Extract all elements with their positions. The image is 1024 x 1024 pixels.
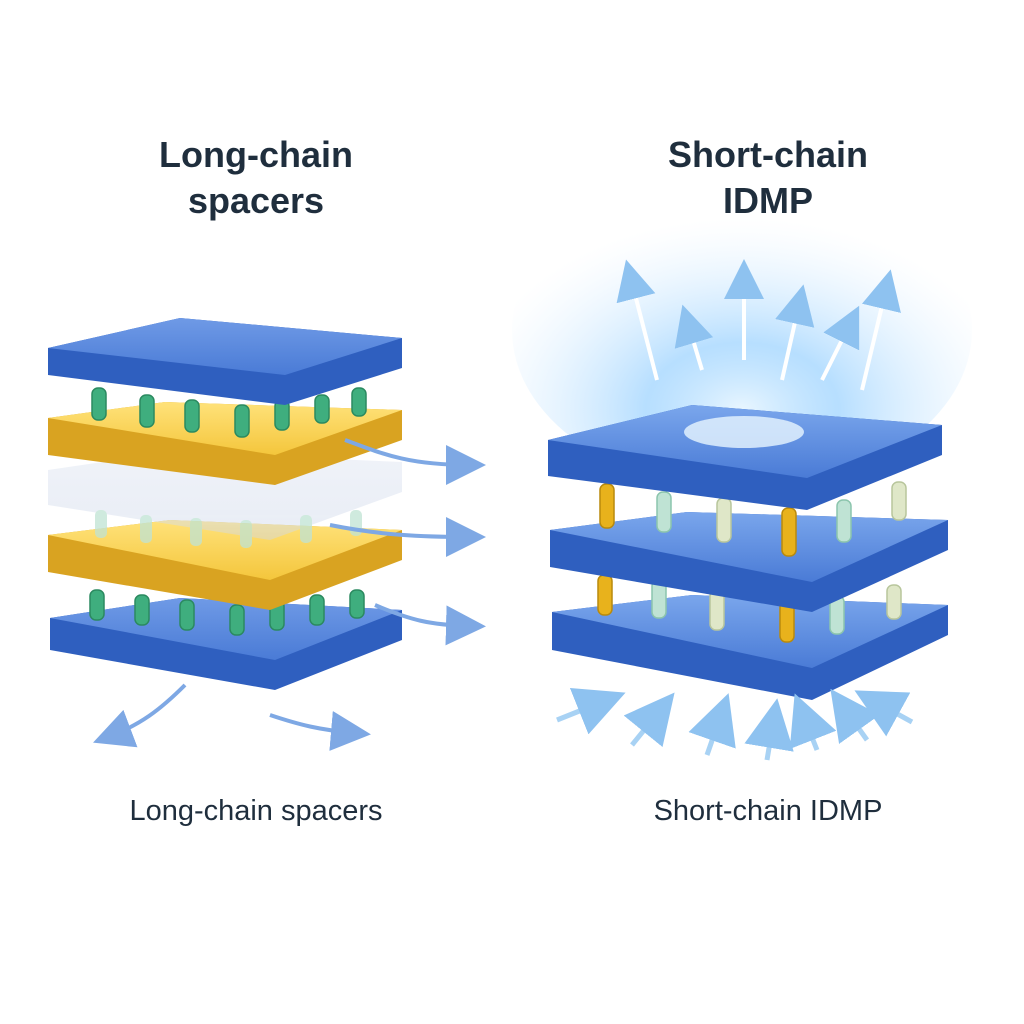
- top-blue-slab: [48, 318, 402, 405]
- faded-middle-layer: [48, 452, 402, 548]
- left-panel: Long-chain spacers: [48, 134, 486, 827]
- left-title-line2: spacers: [187, 180, 325, 221]
- left-caption: Long-chain spacers: [129, 795, 383, 827]
- left-title-line1: Long-chain: [159, 134, 353, 175]
- bottom-blue-slab-short: [552, 595, 948, 700]
- lateral-flow-arrows: [93, 438, 486, 751]
- upper-yellow-slab: [48, 402, 402, 485]
- right-caption: Short-chain IDMP: [653, 795, 883, 827]
- right-title-line1: Short-chain: [667, 134, 868, 175]
- green-spacer-row-upper: [91, 387, 367, 438]
- short-chain-stack-illustration: [512, 170, 972, 761]
- inflow-arrows: [556, 687, 914, 761]
- top-blue-slab-short: [548, 405, 942, 510]
- spacer-row-upper-short: [599, 481, 907, 557]
- upward-release-arrows: [616, 259, 901, 391]
- lower-yellow-slab: [48, 520, 402, 610]
- right-panel: Short-chain IDMP: [512, 0, 1024, 1024]
- green-spacer-row-lower: [89, 589, 365, 636]
- long-chain-stack-illustration: [48, 318, 486, 751]
